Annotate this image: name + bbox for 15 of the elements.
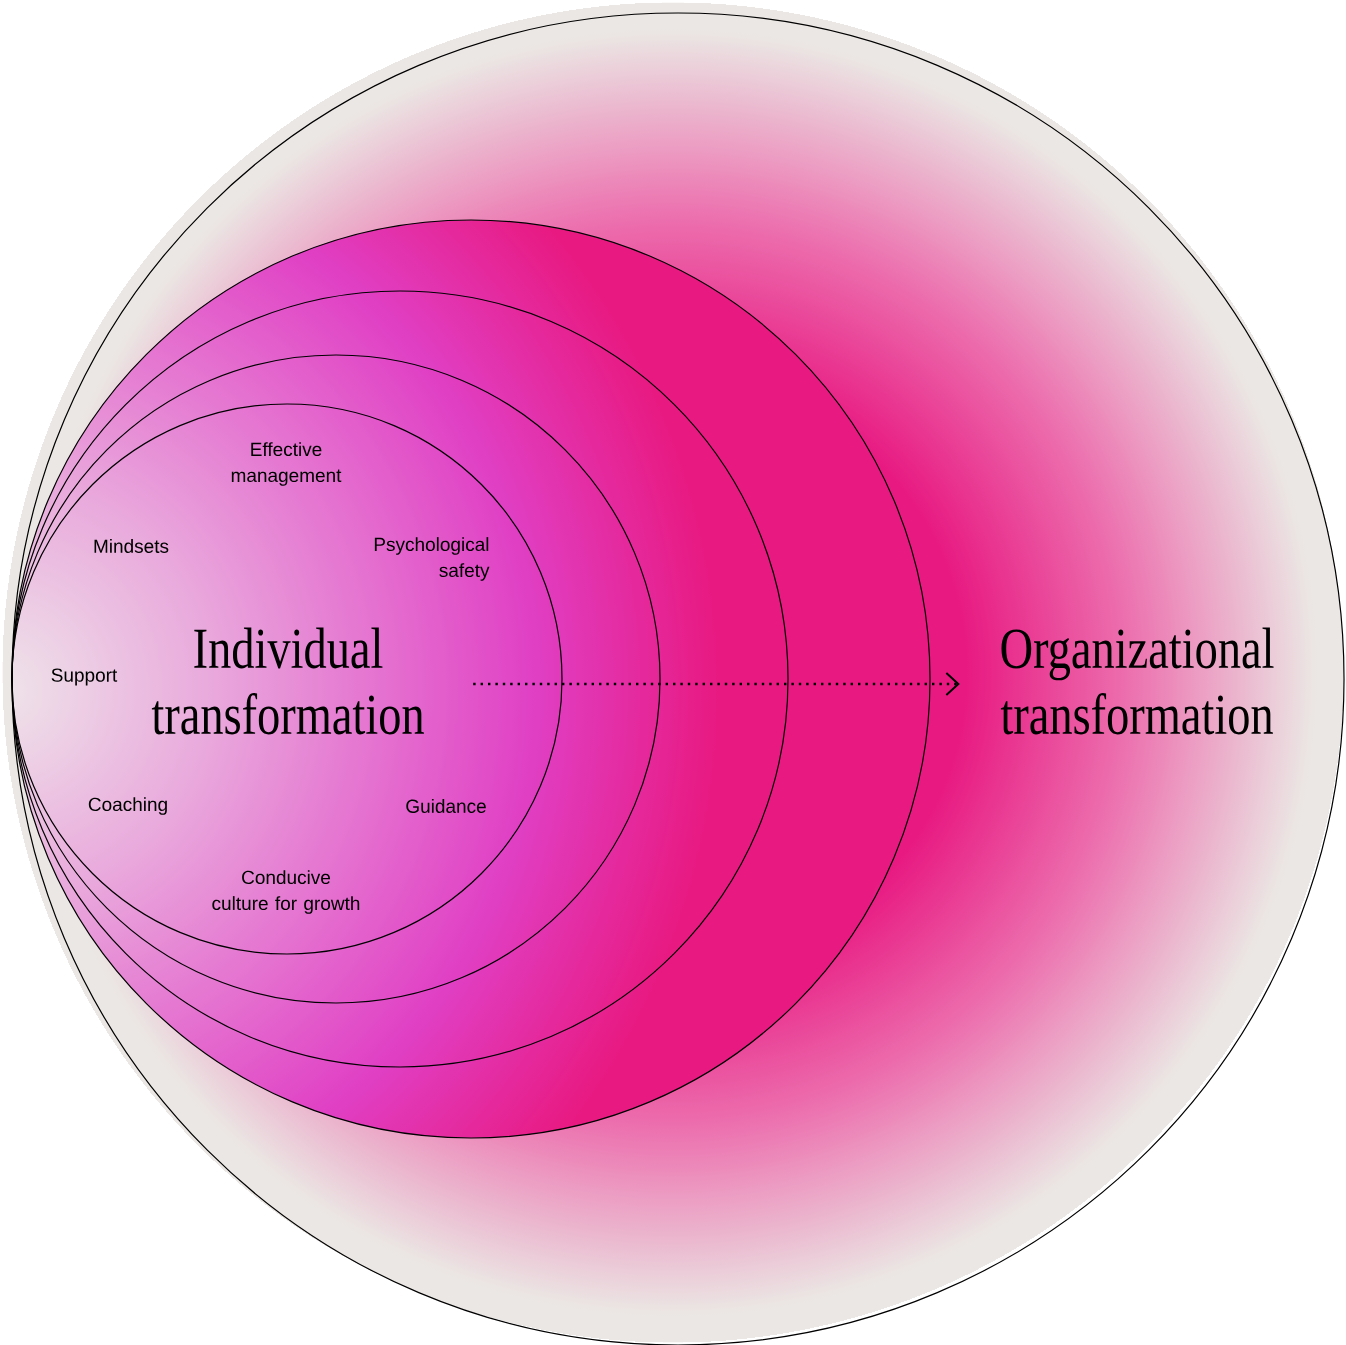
heading-text: Organizational transformation bbox=[1000, 627, 1274, 735]
label-text: Coaching bbox=[88, 797, 167, 815]
circle-outline bbox=[11, 403, 563, 955]
circle-outline bbox=[11, 219, 931, 1139]
label-text: Psychological safety bbox=[374, 537, 490, 581]
circle-outline bbox=[11, 354, 661, 1004]
label-text: Conducive culture for growth bbox=[212, 870, 360, 914]
label-text: Mindsets bbox=[94, 539, 169, 553]
heading-text: Individual transformation bbox=[151, 627, 424, 735]
dotted-arrow bbox=[473, 672, 960, 696]
circle-outline bbox=[11, 12, 1345, 1345]
label-text: Guidance bbox=[406, 799, 486, 813]
label-text: Support bbox=[51, 668, 118, 686]
label-text: Effective management bbox=[231, 442, 342, 486]
circle-outline bbox=[11, 290, 789, 1068]
